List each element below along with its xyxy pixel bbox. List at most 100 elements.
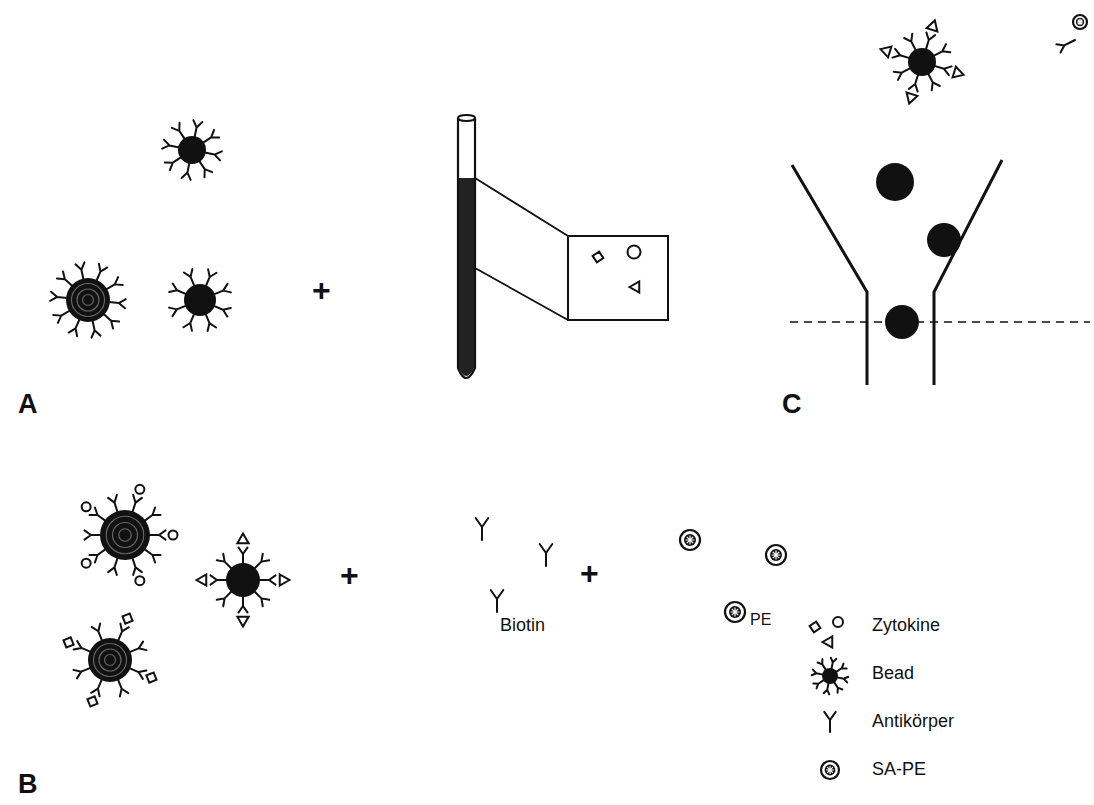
antibody <box>118 679 128 696</box>
antibody <box>73 668 90 678</box>
zoom-lines <box>475 178 568 320</box>
legend-text: Bead <box>872 664 914 684</box>
antibody <box>199 161 212 177</box>
antibody <box>259 575 276 584</box>
sa-pe-star <box>772 551 781 560</box>
antibody <box>91 321 100 338</box>
antibody <box>109 299 126 308</box>
bead-core <box>885 305 919 339</box>
antibody <box>205 151 222 160</box>
antibody <box>183 314 194 331</box>
antibody <box>144 507 160 520</box>
antibody <box>831 658 837 669</box>
sa-pe <box>725 602 745 622</box>
antibody <box>214 284 231 294</box>
bead <box>197 534 290 627</box>
antibody <box>933 44 950 56</box>
sa-pe-core <box>825 765 836 776</box>
antibody <box>834 682 843 693</box>
antibody <box>96 264 107 281</box>
tube-liquid <box>459 178 474 376</box>
antibody <box>89 549 105 562</box>
antibody <box>836 664 847 673</box>
sa-pe-core <box>1076 18 1084 26</box>
legend-icons <box>809 617 843 732</box>
antibody <box>108 495 117 512</box>
bead <box>50 262 126 337</box>
sa-pe-star <box>731 608 740 617</box>
bead-texture <box>105 655 116 666</box>
sa-pe-star <box>826 766 834 774</box>
antibody <box>928 73 940 90</box>
bead-texture <box>113 523 138 548</box>
antibody <box>132 558 141 575</box>
cytokine <box>809 621 822 634</box>
laser-line <box>790 321 1090 323</box>
antibody <box>491 590 504 612</box>
sa-pe-star <box>1077 19 1083 25</box>
antibody <box>184 269 194 286</box>
panel-label: C <box>782 390 802 420</box>
tube-rim <box>458 115 475 121</box>
antibody <box>91 679 102 696</box>
bead-texture <box>72 284 105 317</box>
antibody <box>214 306 231 317</box>
cytokine <box>280 574 290 585</box>
sa-pe <box>1073 15 1087 29</box>
bead-texture <box>106 516 144 554</box>
bead-texture <box>99 649 121 671</box>
cytokine <box>85 694 99 708</box>
cytokine <box>833 617 843 627</box>
antibody <box>53 311 70 323</box>
antibody <box>182 163 191 180</box>
antibody <box>206 314 216 331</box>
antibody <box>84 530 101 539</box>
cytokine <box>135 576 144 585</box>
antibody <box>238 547 247 564</box>
antibody <box>217 591 232 606</box>
sa-pe-ring <box>725 602 745 622</box>
antibody <box>203 130 219 143</box>
antibody <box>149 530 166 539</box>
antibody <box>813 680 824 689</box>
sa-pe <box>766 545 786 565</box>
antibody <box>210 575 227 584</box>
legend-text: Zytokine <box>872 616 940 636</box>
cytokine <box>197 574 207 585</box>
antibody <box>904 34 916 51</box>
antibody <box>118 624 129 641</box>
panel-label: + <box>340 558 359 593</box>
cytokine <box>135 485 144 494</box>
cytokine <box>237 534 248 544</box>
antibody <box>89 507 105 520</box>
antibody <box>238 596 247 613</box>
sa-pe-core <box>729 606 741 618</box>
sa-pe <box>680 530 700 550</box>
cytokine <box>630 281 640 292</box>
sa-pe-ring <box>766 545 786 565</box>
sa-pe-ring <box>821 761 839 779</box>
sa-pe-ring <box>1073 15 1087 29</box>
bead-texture <box>83 295 94 306</box>
bead-texture <box>77 289 99 311</box>
antibody <box>104 314 119 328</box>
test-tube <box>458 115 668 378</box>
antibody <box>934 66 951 75</box>
antibody <box>162 140 179 149</box>
antibody <box>909 74 918 91</box>
cytokine <box>82 559 91 568</box>
antibody <box>106 277 123 289</box>
legend-text: SA-PE <box>872 760 926 780</box>
antibody <box>193 120 202 137</box>
detection-antibodies <box>476 518 553 612</box>
antibody <box>132 495 141 512</box>
sa-pe-star <box>686 536 695 545</box>
antibody <box>818 659 827 670</box>
bead-core <box>66 278 110 322</box>
component-label: Biotin <box>500 616 545 636</box>
bead <box>880 20 1075 103</box>
panel-label: + <box>312 273 331 308</box>
cytokine <box>169 531 178 540</box>
antibody <box>824 683 830 694</box>
